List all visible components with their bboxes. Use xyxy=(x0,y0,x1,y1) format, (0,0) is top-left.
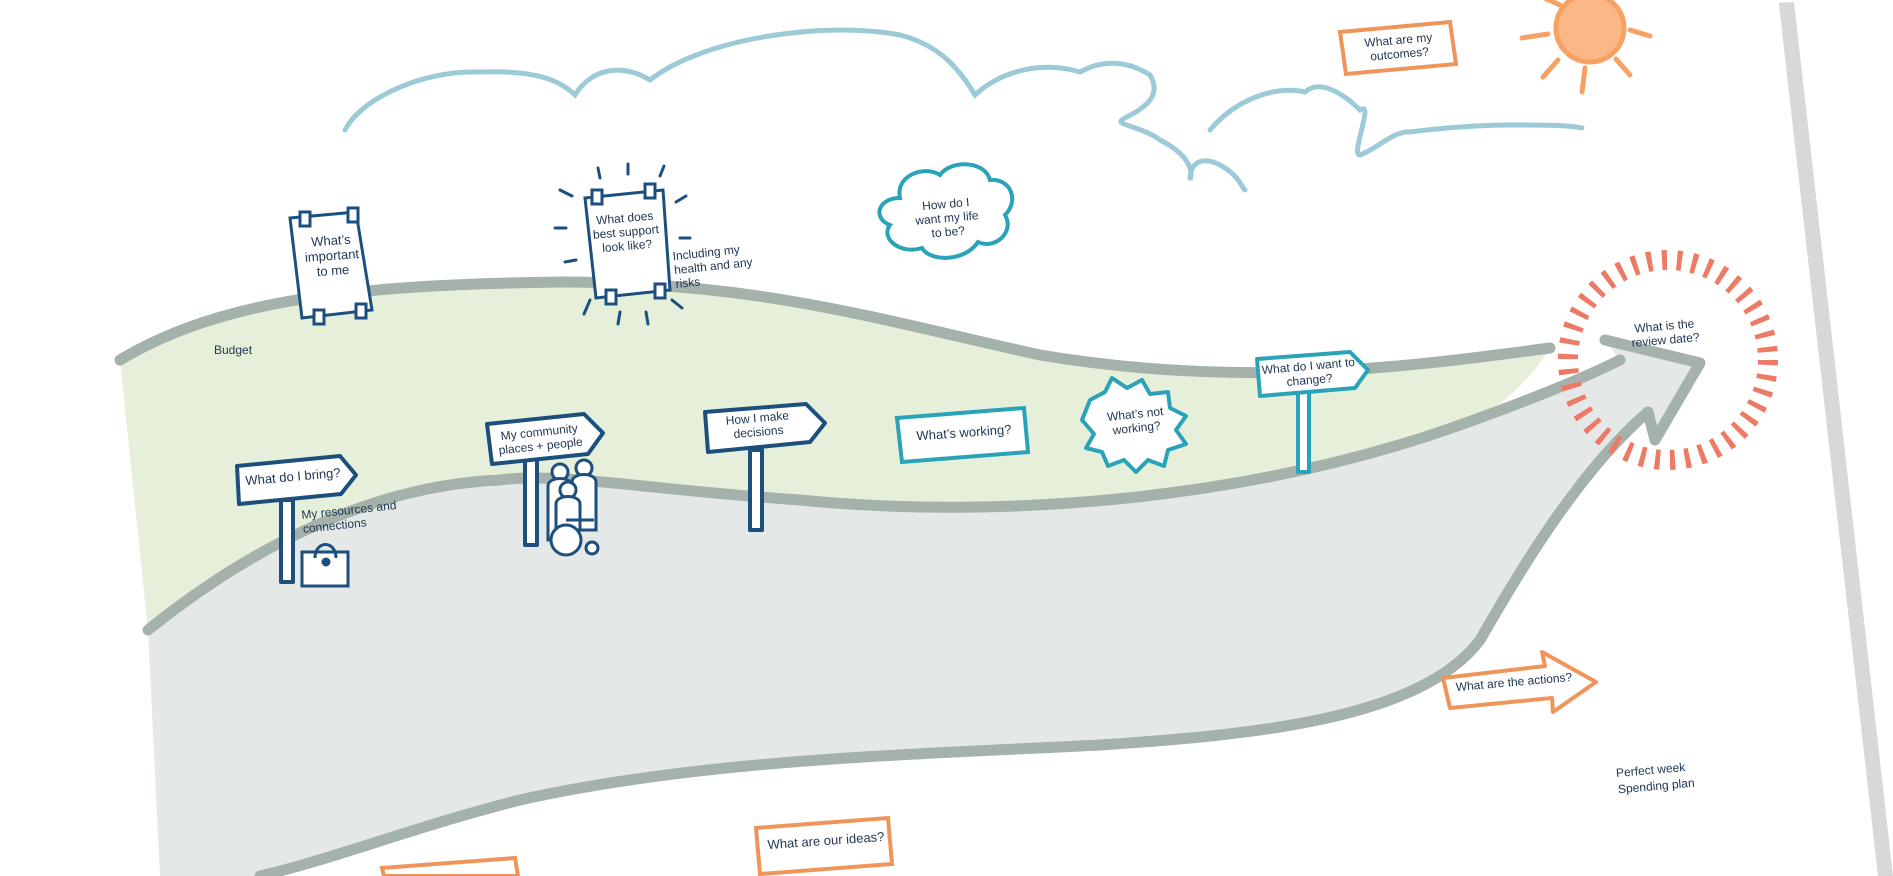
signpost-icon xyxy=(235,454,358,584)
health-note-label: Including my health and any risks xyxy=(671,242,754,291)
partial-orange-box xyxy=(379,855,521,876)
actions-arrow-icon xyxy=(1441,650,1598,714)
best-support-label: What does best support look like? xyxy=(592,208,660,255)
life-question-label: How do I want my life to be? xyxy=(914,195,980,240)
cloud-outline-icon xyxy=(342,27,1248,193)
wheelchair-icon xyxy=(549,518,600,557)
sparkle-lines xyxy=(553,162,692,326)
important-label: What’s important to me xyxy=(304,231,360,279)
bag-icon xyxy=(300,543,350,588)
ideas-box xyxy=(753,815,895,876)
road-lower-edge xyxy=(254,406,1654,876)
road-upper-edge xyxy=(142,354,1626,636)
community-signpost-icon xyxy=(485,412,605,547)
outcomes-box xyxy=(1337,19,1459,77)
road-arrowhead xyxy=(1599,334,1706,446)
cloud-icon xyxy=(877,162,1015,260)
life-field xyxy=(120,282,1550,630)
road-arrow-icon xyxy=(148,340,1700,876)
cloud-outline-right-icon xyxy=(1207,84,1585,158)
sun-icon xyxy=(1519,0,1653,95)
target-ring-icon xyxy=(1558,250,1778,470)
starburst-icon xyxy=(1080,376,1188,474)
change-signpost-icon xyxy=(1255,350,1370,474)
budget-label: Budget xyxy=(214,343,253,357)
decisions-signpost-icon xyxy=(703,402,827,532)
support-board-icon xyxy=(583,182,672,306)
notice-board-icon xyxy=(288,206,374,326)
people-group-icon xyxy=(546,458,598,542)
working-box xyxy=(894,405,1031,465)
